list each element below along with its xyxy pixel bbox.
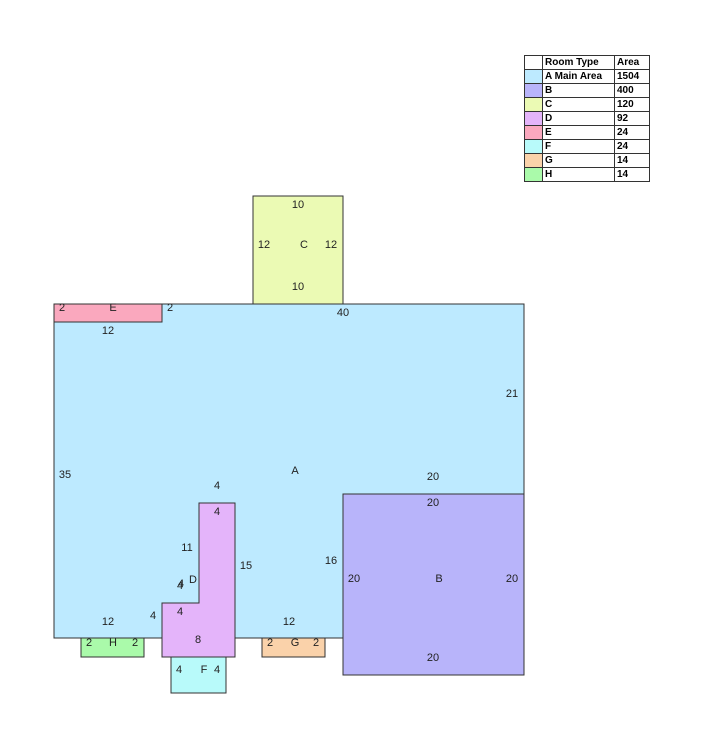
dimension-label: 4 (177, 606, 183, 618)
room-g-label: G (291, 637, 300, 649)
dimension-label: 4 (214, 506, 220, 518)
dimension-label: 12 (258, 239, 270, 251)
legend-swatch (524, 69, 543, 84)
legend-swatch (524, 139, 543, 154)
room-a-label: A (291, 465, 299, 477)
dimension-label: 12 (102, 616, 114, 628)
legend-room-area: 14 (614, 153, 650, 168)
legend-row: A Main Area 1504 (524, 69, 650, 84)
legend-swatch-header (524, 55, 543, 70)
legend-room-area: 14 (614, 167, 650, 182)
legend-room-type: G (542, 153, 615, 168)
legend-swatch (524, 111, 543, 126)
dimension-label: 20 (427, 471, 439, 483)
legend-room-type: D (542, 111, 615, 126)
room-legend: Room Type Area A Main Area 1504 B 400 C … (524, 55, 650, 182)
dimension-label: 20 (427, 497, 439, 509)
dimension-label: 2 (267, 637, 273, 649)
dimension-label: 4 (176, 664, 182, 676)
legend-row: G 14 (524, 153, 650, 168)
room-e (53, 303, 163, 323)
legend-swatch (524, 125, 543, 140)
legend-room-type: A Main Area (542, 69, 615, 84)
dimension-label: 2 (167, 302, 173, 314)
room-d (161, 502, 236, 658)
room-h-label: H (109, 637, 117, 649)
dimension-label: 2 (132, 637, 138, 649)
room-b (342, 493, 525, 676)
legend-swatch (524, 167, 543, 182)
room-f (170, 656, 227, 694)
dimension-label: 4 (214, 480, 220, 492)
dimension-label: 4 (150, 610, 156, 622)
dimension-label: 11 (181, 542, 192, 554)
dimension-label: 8 (195, 634, 201, 646)
legend-type-header: Room Type (542, 55, 615, 70)
dimension-label: 4 (178, 578, 184, 590)
dimension-label: 20 (427, 652, 439, 664)
dimension-label: 16 (325, 555, 337, 567)
dimension-label: 12 (283, 616, 295, 628)
legend-room-area: 400 (614, 83, 650, 98)
legend-row: E 24 (524, 125, 650, 140)
dimension-label: 40 (337, 307, 349, 319)
legend-room-type: F (542, 139, 615, 154)
legend-row: C 120 (524, 97, 650, 112)
legend-swatch (524, 97, 543, 112)
dimension-label: 21 (506, 388, 518, 400)
legend-swatch (524, 153, 543, 168)
legend-header-row: Room Type Area (524, 55, 650, 70)
room-b-label: B (435, 573, 442, 585)
dimension-label: 15 (240, 560, 252, 572)
legend-room-area: 1504 (614, 69, 650, 84)
legend-room-area: 120 (614, 97, 650, 112)
dimension-label: 4 (177, 580, 183, 592)
legend-area-header: Area (614, 55, 650, 70)
legend-room-type: B (542, 83, 615, 98)
room-f-label: F (201, 664, 208, 676)
dimension-label: 2 (59, 302, 65, 314)
dimension-label: 10 (292, 281, 304, 293)
legend-row: D 92 (524, 111, 650, 126)
dimension-label: 12 (102, 325, 114, 337)
room-d-label: D (189, 574, 197, 586)
legend-room-type: E (542, 125, 615, 140)
legend-row: B 400 (524, 83, 650, 98)
dimension-label: 12 (325, 239, 337, 251)
dimension-label: 35 (59, 469, 71, 481)
legend-row: H 14 (524, 167, 650, 182)
dimension-label: 20 (348, 573, 360, 585)
room-g (261, 637, 326, 658)
room-h (80, 637, 145, 658)
dimension-label: 4 (214, 664, 220, 676)
legend-room-type: H (542, 167, 615, 182)
dimension-label: 20 (506, 573, 518, 585)
room-c-label: C (300, 239, 308, 251)
legend-room-area: 24 (614, 125, 650, 140)
legend-room-area: 24 (614, 139, 650, 154)
room-e-label: E (109, 302, 116, 314)
legend-room-area: 92 (614, 111, 650, 126)
legend-room-type: C (542, 97, 615, 112)
legend-row: F 24 (524, 139, 650, 154)
dimension-label: 10 (292, 199, 304, 211)
room-c (252, 195, 344, 305)
legend-swatch (524, 83, 543, 98)
dimension-label: 2 (313, 637, 319, 649)
dimension-label: 2 (86, 637, 92, 649)
